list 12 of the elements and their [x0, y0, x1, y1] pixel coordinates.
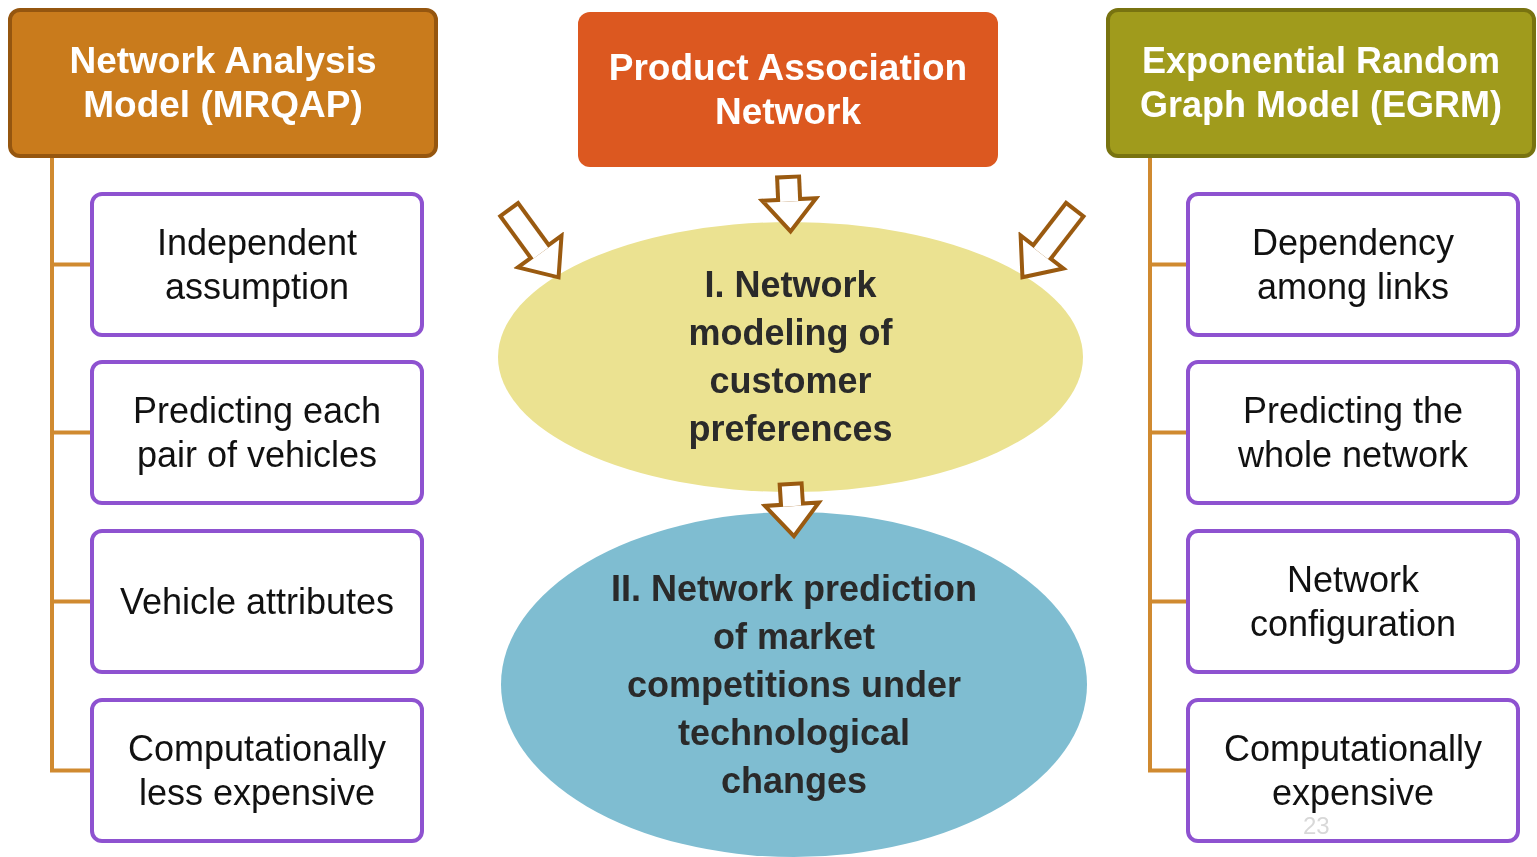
feature-box: Computationally less expensive — [90, 698, 424, 843]
model-header-box: Network Analysis Model (MRQAP) — [8, 8, 438, 158]
network-header-box: Product Association Network — [578, 12, 998, 167]
feature-box: Predicting the whole network — [1186, 360, 1520, 505]
stage-ellipse: II. Network prediction of market competitions under technological changes — [501, 512, 1087, 857]
feature-box: Dependency among links — [1186, 192, 1520, 337]
feature-box: Predicting each pair of vehicles — [90, 360, 424, 505]
feature-box: Network configuration — [1186, 529, 1520, 674]
model-header-box: Exponential Random Graph Model (EGRM) — [1106, 8, 1536, 158]
stage-ellipse: I. Network modeling of customer preferences — [498, 222, 1083, 492]
feature-box: Vehicle attributes — [90, 529, 424, 674]
feature-box: Independent assumption — [90, 192, 424, 337]
